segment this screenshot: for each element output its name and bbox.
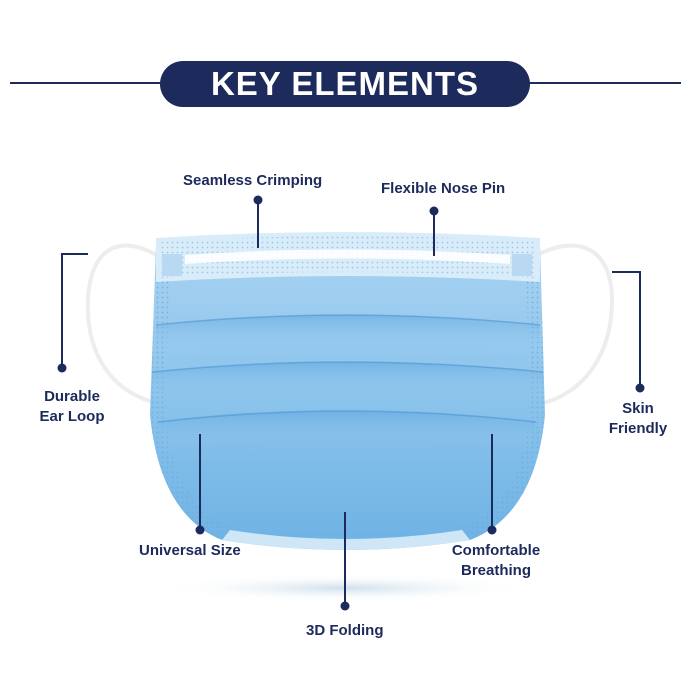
- label-comfortable-line1: Comfortable: [451, 542, 541, 559]
- callout-durable-ear-loop: [57, 253, 88, 373]
- label-comfortable-line2: Breathing: [460, 562, 531, 579]
- label-flexible-nose-pin: Flexible Nose Pin: [381, 180, 506, 197]
- callout-seamless-crimping: [253, 195, 263, 248]
- label-durable-line2: Ear Loop: [39, 408, 105, 425]
- pleat-fold-1: [156, 315, 540, 352]
- pleat-line-2: [151, 361, 544, 373]
- mask-side-binding-right: [460, 248, 545, 540]
- title-rule-left: [10, 82, 165, 84]
- pleat-line-1: [155, 314, 541, 326]
- pleat-line-3: [157, 410, 537, 423]
- callout-universal-size: [195, 434, 205, 535]
- callout-3d-folding: [340, 512, 350, 611]
- label-universal-size: Universal Size: [139, 542, 241, 559]
- right-ear-loop: [534, 243, 615, 406]
- pleat-fold-2: [152, 362, 543, 400]
- label-durable-ear-loop: Durable Ear Loop: [28, 387, 116, 427]
- left-ear-loop: [85, 243, 161, 406]
- mask-side-binding-left: [150, 248, 232, 540]
- label-seamless-crimping: Seamless Crimping: [183, 172, 323, 189]
- page-title: KEY ELEMENTS: [210, 65, 480, 102]
- callout-flexible-nose-pin: [429, 206, 439, 256]
- label-comfortable-breathing: Comfortable Breathing: [440, 541, 552, 581]
- callout-comfortable-breathing: [487, 434, 497, 535]
- callout-skin-friendly: [612, 271, 645, 393]
- label-durable-line1: Durable: [44, 388, 100, 405]
- label-skin-line2: Friendly: [608, 420, 668, 437]
- label-3d-folding: 3D Folding: [306, 622, 384, 639]
- title-banner: KEY ELEMENTS: [160, 61, 530, 107]
- corner-weld-right: [512, 254, 532, 276]
- nose-pin-strip: [185, 249, 510, 264]
- label-skin-line1: Skin: [622, 400, 654, 417]
- mask-body: [150, 238, 545, 550]
- pleat-fold-3: [158, 411, 536, 450]
- corner-weld-left: [162, 254, 182, 276]
- label-skin-friendly: Skin Friendly: [598, 399, 678, 439]
- title-rule-right: [525, 82, 681, 84]
